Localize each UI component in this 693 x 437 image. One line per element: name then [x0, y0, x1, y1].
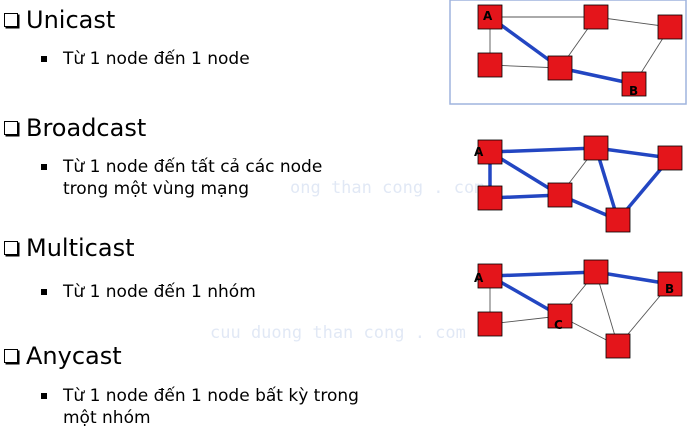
watermark: cuu duong than cong . com — [210, 323, 466, 343]
node-label-a: A — [474, 145, 484, 159]
heading-unicast: Unicast — [4, 6, 115, 34]
square-bullet-icon — [41, 393, 47, 399]
node — [583, 4, 609, 30]
unicast-network-diagram: A B — [449, 0, 687, 105]
node — [657, 14, 683, 40]
node-b — [621, 71, 647, 97]
node — [477, 52, 503, 78]
node — [547, 55, 573, 81]
heading-unicast-text: Unicast — [26, 6, 116, 34]
node-a — [477, 263, 503, 289]
heading-multicast-text: Multicast — [26, 234, 135, 262]
square-bullet-icon — [41, 56, 47, 62]
node-label-a: A — [483, 9, 493, 23]
broadcast-line: Từ 1 node đến tất cả các node trong một … — [41, 156, 322, 200]
checkbox-bullet-icon — [4, 349, 18, 363]
node — [605, 207, 631, 233]
broadcast-network-diagram: A — [474, 135, 683, 233]
anycast-line: Từ 1 node đến 1 node bất kỳ trong một nh… — [41, 385, 359, 429]
node — [477, 311, 503, 337]
heading-broadcast: Broadcast — [4, 114, 146, 142]
heading-multicast: Multicast — [4, 234, 134, 262]
multicast-network-diagram: A B C — [474, 259, 683, 359]
watermark: ong than cong . com — [290, 178, 485, 198]
node-label-b: B — [665, 282, 674, 296]
multicast-line: Từ 1 node đến 1 nhóm — [41, 281, 256, 303]
node — [583, 135, 609, 161]
node — [605, 333, 631, 359]
node-b — [657, 271, 683, 297]
node — [657, 145, 683, 171]
square-bullet-icon — [41, 164, 47, 170]
node-label-b: B — [629, 84, 638, 98]
node-label-a: A — [474, 271, 484, 285]
square-bullet-icon — [41, 289, 47, 295]
diagram-frame — [449, 0, 687, 105]
node-label-c: C — [554, 318, 563, 332]
node-c — [547, 303, 573, 329]
checkbox-bullet-icon — [4, 241, 18, 255]
node — [583, 259, 609, 285]
checkbox-bullet-icon — [4, 121, 18, 135]
checkbox-bullet-icon — [4, 13, 18, 27]
heading-anycast-text: Anycast — [26, 342, 122, 370]
heading-anycast: Anycast — [4, 342, 122, 370]
node — [547, 182, 573, 208]
node-a — [477, 4, 503, 30]
node-a — [477, 139, 503, 165]
node — [477, 185, 503, 211]
heading-broadcast-text: Broadcast — [26, 114, 147, 142]
unicast-line: Từ 1 node đến 1 node — [41, 48, 250, 70]
